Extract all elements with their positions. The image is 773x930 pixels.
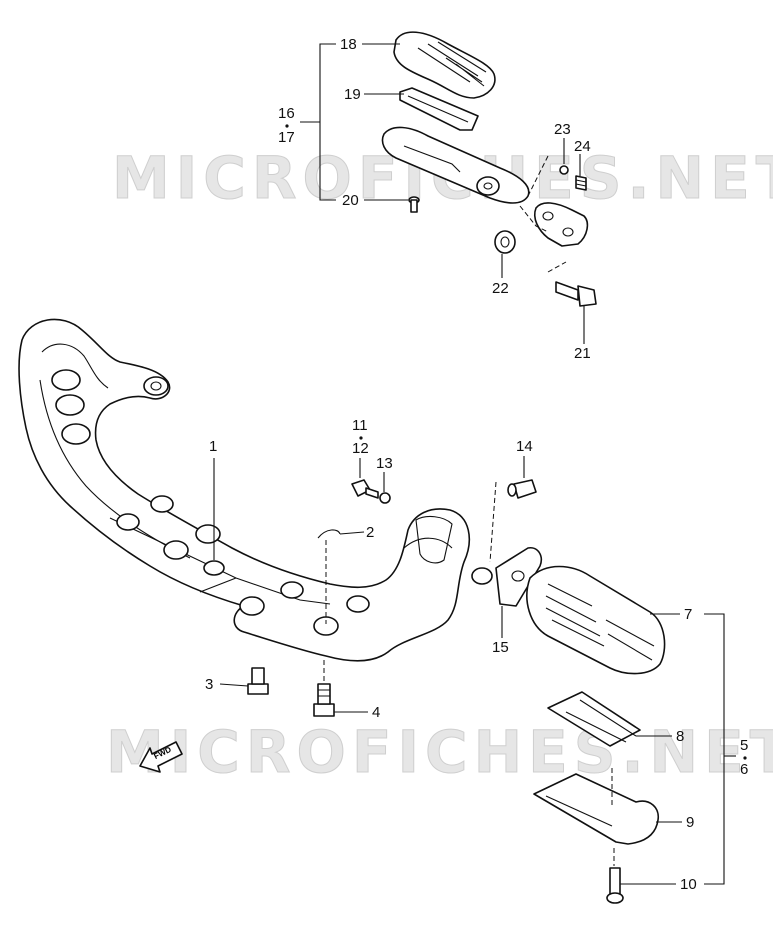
- callout-11: 11: [352, 417, 368, 434]
- watermark-bottom: MICROFICHES.NET: [106, 718, 773, 786]
- callout-10: 10: [680, 876, 697, 893]
- callout-9: 9: [686, 814, 694, 831]
- plate-8: [547, 691, 641, 747]
- callout-3: 3: [205, 676, 213, 693]
- callout-7: 7: [684, 606, 692, 623]
- rubber-footrest-7: [526, 565, 666, 675]
- bolt-21: [555, 281, 597, 307]
- callout-2: 2: [366, 524, 374, 541]
- callout-16: 16: [278, 105, 295, 122]
- callout-dot-11-12: [359, 436, 363, 440]
- clip-2: [317, 529, 341, 539]
- callout-14: 14: [516, 438, 533, 455]
- callout-17: 17: [278, 129, 295, 146]
- callout-5: 5: [740, 737, 748, 754]
- callout-labels: 18 19 16 17 20 23 24 22 21 1 11 12 13 14…: [205, 36, 748, 893]
- washer-22: [494, 230, 516, 254]
- callout-18: 18: [340, 36, 357, 53]
- plate-19: [399, 87, 479, 131]
- bracket-plate-15: [495, 546, 543, 607]
- spring-24: [575, 175, 587, 191]
- callout-4: 4: [372, 704, 380, 721]
- rubber-footrest-18: [393, 31, 496, 99]
- callout-24: 24: [574, 138, 591, 155]
- callout-1: 1: [209, 438, 217, 455]
- callout-8: 8: [676, 728, 684, 745]
- callout-13: 13: [376, 455, 393, 472]
- washer-13: [379, 492, 391, 504]
- bolt-20: [408, 196, 420, 213]
- callout-21: 21: [574, 345, 591, 362]
- callout-20: 20: [342, 192, 359, 209]
- callout-22: 22: [492, 280, 509, 297]
- pin-14: [507, 479, 537, 499]
- callout-dot-16-17: [285, 124, 289, 128]
- rubber-pad-9: [533, 773, 660, 845]
- callout-23: 23: [554, 121, 571, 138]
- footrest-bracket: [18, 318, 493, 662]
- callout-12: 12: [352, 440, 369, 457]
- callout-19: 19: [344, 86, 361, 103]
- callout-6: 6: [740, 761, 748, 778]
- bolt-11-12: [351, 479, 379, 499]
- screw-10: [606, 867, 624, 904]
- ball-23: [559, 165, 569, 175]
- callout-15: 15: [492, 639, 509, 656]
- bolt-3: [247, 667, 269, 695]
- bolt-4: [313, 683, 335, 717]
- leader-lines: [213, 43, 736, 885]
- callout-dot-5-6: [743, 756, 747, 760]
- hinge-bracket: [533, 202, 589, 247]
